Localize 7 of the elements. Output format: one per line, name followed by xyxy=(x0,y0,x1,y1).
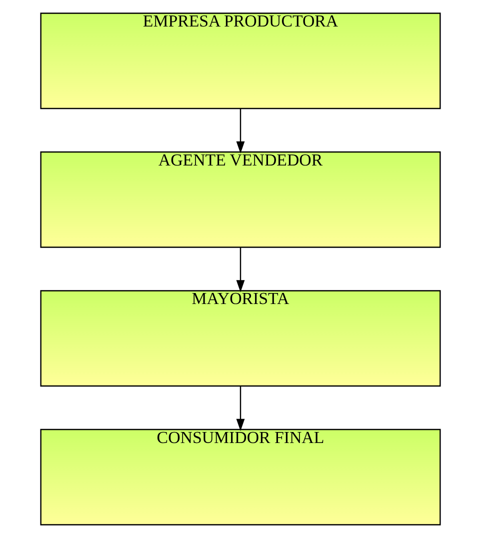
node-box: MAYORISTA xyxy=(40,290,441,387)
arrow xyxy=(236,247,245,292)
arrow xyxy=(236,386,245,431)
node-box: CONSUMIDOR FINAL xyxy=(40,428,441,526)
arrow xyxy=(236,108,245,154)
node-box: EMPRESA PRODUCTORA xyxy=(40,12,441,110)
node-box: AGENTE VENDEDOR xyxy=(40,151,441,248)
